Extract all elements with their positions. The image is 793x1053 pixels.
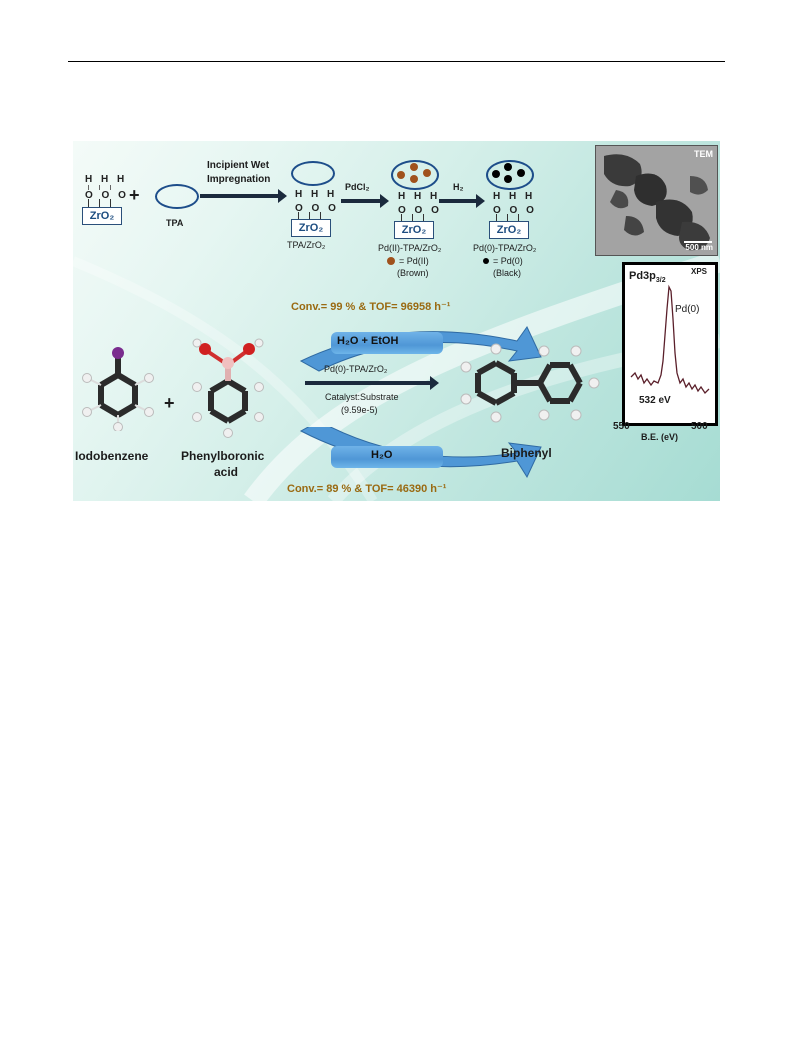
pd2-legend: = Pd(II) bbox=[399, 256, 429, 266]
stems-pd0 bbox=[493, 214, 533, 222]
tem-label: TEM bbox=[694, 149, 713, 159]
pd2-particle bbox=[410, 163, 418, 171]
pd0-label: Pd(0)-TPA/ZrO₂ bbox=[473, 243, 537, 253]
header-rule bbox=[68, 61, 725, 62]
tpa-ellipse bbox=[155, 184, 199, 209]
pd2-legend-dot bbox=[387, 257, 395, 265]
iodobenzene-molecule bbox=[82, 347, 154, 431]
zro2-box-pd0: ZrO₂ bbox=[489, 221, 529, 239]
ratio-value: (9.59e-5) bbox=[341, 405, 378, 415]
xps-energy: 532 eV bbox=[639, 395, 671, 406]
stems-support bbox=[85, 199, 125, 207]
o-row-support: O O O bbox=[85, 190, 129, 201]
pdcl2-label: PdCl₂ bbox=[345, 182, 370, 192]
xps-peak-label: Pd3p3/2 bbox=[629, 270, 666, 285]
step1-label-line1: Incipient Wet bbox=[207, 160, 270, 171]
tpa-zro2-label: TPA/ZrO₂ bbox=[287, 240, 326, 250]
zro2-support-box: ZrO₂ bbox=[82, 207, 122, 225]
impregnation-arrow bbox=[200, 189, 287, 203]
pd0-legend-dot bbox=[483, 258, 489, 264]
catalyst-label: Pd(0)-TPA/ZrO₂ bbox=[324, 364, 388, 374]
hbond-dash bbox=[88, 185, 90, 190]
o-row-tpa: O O O bbox=[295, 203, 339, 214]
h-row-support: H H H bbox=[85, 174, 128, 185]
solvent-top: H₂O + EtOH bbox=[337, 335, 399, 347]
iodobenzene-label: Iodobenzene bbox=[75, 449, 149, 463]
xps-tag: XPS bbox=[691, 267, 708, 276]
xps-spectrum-line bbox=[630, 284, 710, 395]
xps-panel: Pd3p3/2 XPS Pd(0) 532 eV bbox=[622, 262, 718, 426]
phenylboronic-label-line2: acid bbox=[214, 465, 239, 479]
pd0-particle bbox=[504, 163, 512, 171]
tem-scale: 500 nm bbox=[685, 243, 713, 252]
pd0-particle bbox=[517, 169, 525, 177]
conversion-bottom: Conv.= 89 % & TOF= 46390 h⁻¹ bbox=[287, 483, 447, 495]
tpa-label: TPA bbox=[166, 218, 184, 228]
xps-peak-sub: 3/2 bbox=[655, 277, 666, 285]
solvent-band-bottom bbox=[331, 446, 443, 468]
xps-peak-main: Pd3p bbox=[629, 270, 656, 282]
graphical-abstract: H H H O O O ZrO₂ + TPA Incipient Wet Imp… bbox=[73, 141, 720, 501]
zro2-box-tpa: ZrO₂ bbox=[291, 219, 331, 237]
solvent-band-top bbox=[331, 332, 443, 354]
hbond-dash bbox=[110, 185, 112, 190]
pd2-color-word: (Brown) bbox=[397, 268, 429, 278]
pd0-ellipse bbox=[486, 160, 534, 190]
stems-tpa bbox=[295, 212, 335, 220]
stems-pd2 bbox=[398, 214, 438, 222]
zro2-box-pd2: ZrO₂ bbox=[394, 221, 434, 239]
pd0-legend: = Pd(0) bbox=[493, 256, 523, 266]
pd0-particle bbox=[504, 175, 512, 183]
h2-label: H₂ bbox=[453, 182, 464, 192]
ratio-label: Catalyst:Substrate bbox=[325, 392, 399, 402]
tem-particles-image bbox=[596, 146, 717, 255]
pd0-color-word: (Black) bbox=[493, 268, 522, 278]
pd2-particle bbox=[410, 175, 418, 183]
pd2-ellipse bbox=[391, 160, 439, 190]
solvent-bottom: H₂O bbox=[371, 449, 393, 461]
plus-sign-top: + bbox=[129, 185, 140, 205]
plus-sign-reaction: + bbox=[164, 393, 175, 413]
xps-axis-right: 500 bbox=[691, 421, 708, 432]
pd2-particle bbox=[397, 171, 405, 179]
h-row-pd0: H H H bbox=[493, 191, 536, 202]
phenylboronic-acid-molecule bbox=[192, 338, 264, 438]
pd2-particle bbox=[423, 169, 431, 177]
phenylboronic-label-line1: Phenylboronic bbox=[181, 449, 265, 463]
h2-arrow bbox=[439, 194, 485, 208]
biphenyl-label: Biphenyl bbox=[501, 446, 552, 460]
biphenyl-molecule bbox=[460, 343, 600, 423]
xps-axis-left: 550 bbox=[613, 421, 630, 432]
xps-species: Pd(0) bbox=[675, 304, 700, 315]
xps-axis-label: B.E. (eV) bbox=[641, 432, 679, 442]
pd0-particle bbox=[492, 170, 500, 178]
h-row-pd2: H H H bbox=[398, 191, 441, 202]
tpa-ellipse-loaded bbox=[291, 161, 335, 186]
o-row-pd2: O O O bbox=[398, 205, 442, 216]
h-row-tpa: H H H bbox=[295, 189, 338, 200]
hbond-dash bbox=[99, 185, 101, 190]
tem-micrograph: TEM 500 nm bbox=[595, 145, 718, 256]
conversion-top: Conv.= 99 % & TOF= 96958 h⁻¹ bbox=[291, 301, 451, 313]
o-row-pd0: O O O bbox=[493, 205, 537, 216]
pd2-label: Pd(II)-TPA/ZrO₂ bbox=[378, 243, 442, 253]
step1-label-line2: Impregnation bbox=[207, 174, 271, 185]
pdcl2-arrow bbox=[341, 194, 389, 208]
reaction-arrow bbox=[305, 376, 439, 390]
